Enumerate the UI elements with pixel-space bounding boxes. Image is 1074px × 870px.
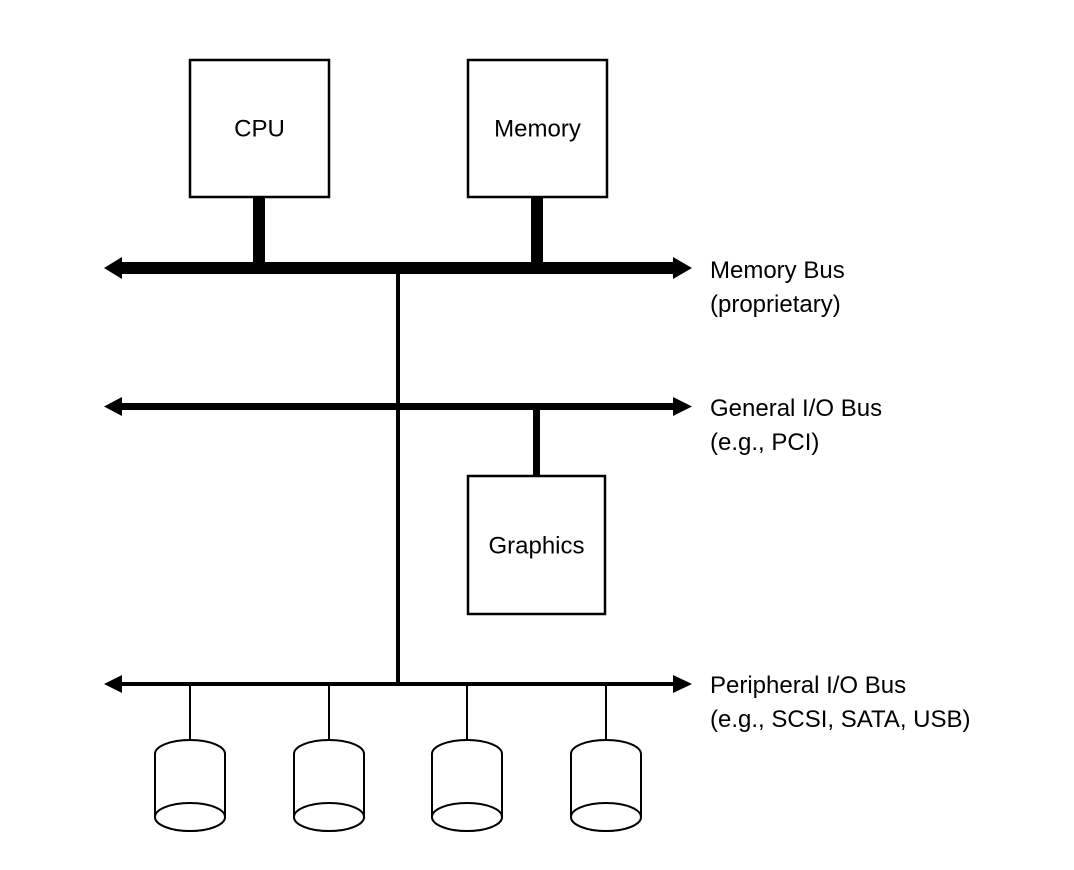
memory-bus-line (118, 262, 676, 274)
disk (570, 684, 642, 832)
graphics-box (466, 474, 607, 616)
general-io-bus-line (118, 403, 676, 410)
peripheral-io-bus-left-arrow (104, 675, 122, 693)
general-io-bus-label-line2: (e.g., PCI) (710, 429, 819, 456)
memory-bus (104, 257, 692, 279)
disk-bottom-ellipse (293, 802, 365, 832)
disk-bottom-ellipse (570, 802, 642, 832)
peripheral-io-bus-right-arrow (673, 675, 692, 693)
peripheral-io-bus (104, 675, 692, 693)
graphics-component: Graphics (466, 409, 607, 616)
general-io-bus-label-line1: General I/O Bus (710, 395, 882, 422)
memory-bus-connector (531, 197, 543, 267)
memory-bus-label-line1: Memory Bus (710, 257, 845, 284)
disk (431, 684, 503, 832)
memory-bus-label-line2: (proprietary) (710, 291, 841, 318)
graphics-bus-connector (533, 409, 540, 476)
peripheral-io-bus-label-line1: Peripheral I/O Bus (710, 672, 906, 699)
memory-component: Memory (466, 58, 609, 267)
memory-bus-left-arrow (104, 257, 122, 279)
memory-box (466, 58, 609, 199)
memory-bus-right-arrow (673, 257, 692, 279)
cpu-label: CPU (234, 115, 285, 142)
general-io-bus-left-arrow (104, 397, 122, 416)
disk-bottom-ellipse (431, 802, 503, 832)
memory-label: Memory (494, 115, 581, 142)
disks-group (154, 684, 642, 832)
disk-bottom-ellipse (154, 802, 226, 832)
general-io-bus-right-arrow (673, 397, 692, 416)
graphics-label: Graphics (488, 532, 584, 559)
disk (154, 684, 226, 832)
general-io-bus (104, 397, 692, 416)
peripheral-io-bus-label-line2: (e.g., SCSI, SATA, USB) (710, 706, 971, 733)
cpu-component: CPU (188, 58, 331, 267)
cpu-bus-connector (253, 197, 265, 267)
disk (293, 684, 365, 832)
